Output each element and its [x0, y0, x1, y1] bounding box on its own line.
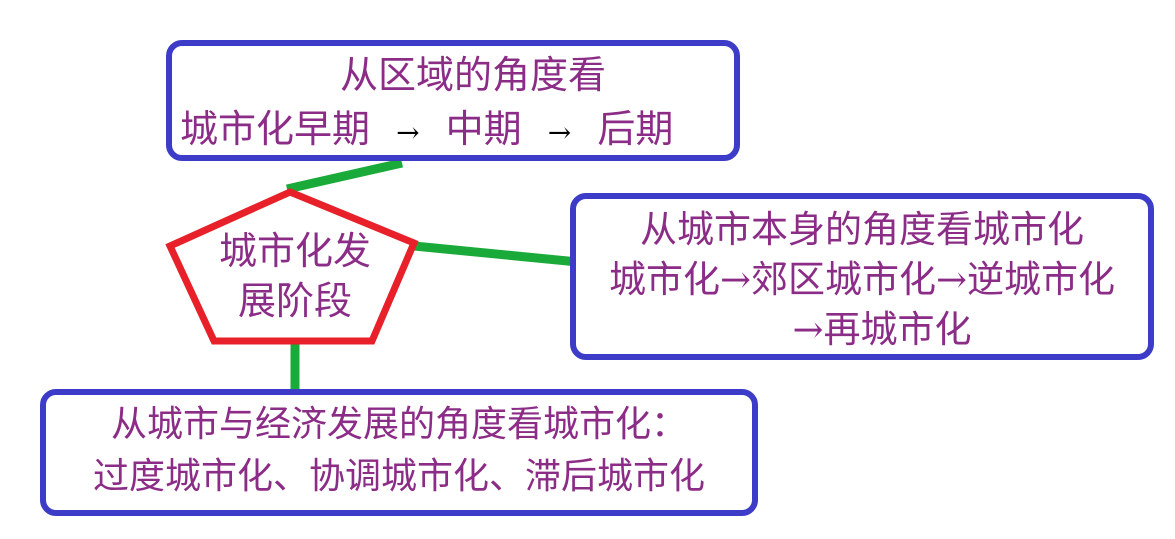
right-box: 从城市本身的角度看城市化 城市化→郊区城市化→逆城市化 →再城市化: [570, 193, 1154, 360]
center-pentagon: [165, 188, 419, 345]
stage-middle: 中期: [445, 107, 522, 151]
top-box-title: 从区域的角度看: [339, 53, 606, 97]
bottom-box-title: 从城市与经济发展的角度看城市化：: [110, 404, 687, 445]
right-box-title: 从城市本身的角度看城市化: [640, 208, 1084, 251]
right-box-line3: →再城市化: [792, 308, 972, 351]
top-box-stages: 城市化早期 → 中期 → 后期: [180, 110, 673, 148]
arrow-right-icon: →: [396, 115, 420, 149]
connector-right: [413, 241, 579, 267]
top-box: 从区域的角度看 城市化早期 → 中期 → 后期: [166, 40, 740, 161]
center-label-line2: 展阶段: [237, 279, 352, 323]
bottom-box-line2: 过度城市化、协调城市化、滞后城市化: [92, 456, 705, 497]
arrow-right-icon: →: [547, 115, 572, 149]
right-box-line2: 城市化→郊区城市化→逆城市化: [608, 258, 1115, 301]
stage-late: 后期: [597, 107, 674, 151]
connector-top: [286, 158, 403, 194]
bottom-box: 从城市与经济发展的角度看城市化： 过度城市化、协调城市化、滞后城市化: [40, 389, 758, 516]
stage-early: 城市化早期: [180, 107, 371, 151]
center-label-line1: 城市化发: [218, 229, 371, 273]
